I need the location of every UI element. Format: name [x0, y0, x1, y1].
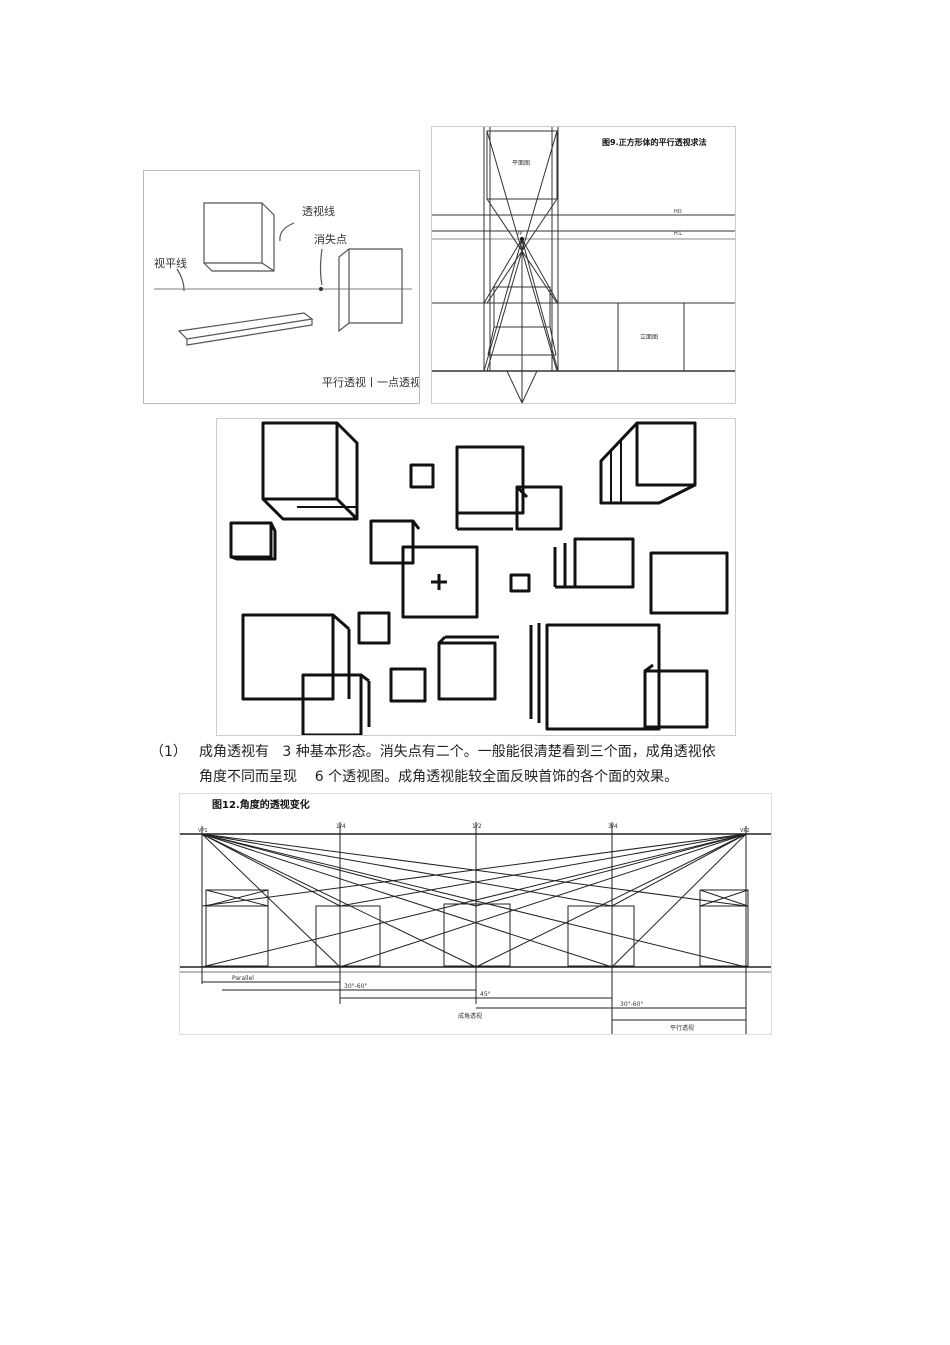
parallel-perspective-label: 平行透视: [670, 1024, 694, 1032]
cubes-sketch-drawing: +: [229, 421, 729, 735]
cube-method-drawing: 图9.正方形体的平行透视求法 平面图 立面图 HO VP H.L: [432, 127, 735, 403]
vanishing-point-label: 消失点: [314, 232, 347, 246]
vp-label: VP: [516, 231, 522, 237]
paragraph-text-1: 成角透视有 3 种基本形态。消失点有二个。一般能很清楚看到三个面，成角透视依: [199, 744, 716, 760]
fraction-quarter: 1/4: [336, 823, 346, 830]
figure-title: 图9.正方形体的平行透视求法: [602, 137, 707, 147]
one-point-perspective-drawing: 透视线 消失点 视平线 平行透视丨一点透视: [154, 202, 419, 389]
angular-perspective-label: 成角透视: [458, 1012, 482, 1020]
vanishing-point-dot: [319, 287, 323, 291]
item-number: （1）: [150, 744, 187, 760]
parallel-label: Parallel: [232, 975, 254, 982]
cubes-sketch-figure: +: [216, 418, 736, 736]
perspective-line-label: 透视线: [302, 204, 335, 218]
figure-title: 图12.角度的透视变化: [212, 798, 310, 811]
figure-caption: 平行透视丨一点透视: [322, 375, 419, 389]
angle-change-drawing: 图12.角度的透视变化 1/4 1/2 3/4 VP1 VP2 Parallel…: [180, 798, 771, 1034]
one-point-perspective-figure: 透视线 消失点 视平线 平行透视丨一点透视: [143, 170, 420, 404]
horizon-label: 视平线: [154, 256, 187, 270]
ho-label: HO: [674, 209, 682, 215]
paragraph-line-1: （1） 成角透视有 3 种基本形态。消失点有二个。一般能很清楚看到三个面，成角透视…: [150, 740, 716, 765]
vanishing-point-left-label: VP1: [198, 828, 208, 834]
angle-45-label: 45°: [480, 991, 491, 998]
angle-perspective-change-figure: 图12.角度的透视变化 1/4 1/2 3/4 VP1 VP2 Parallel…: [179, 793, 772, 1035]
hl-label: H.L: [674, 231, 682, 237]
center-mark: +: [433, 587, 434, 590]
vanishing-point-right-label: VP2: [740, 828, 750, 834]
fraction-three-quarter: 3/4: [608, 823, 618, 830]
paragraph-text-2: 角度不同而呈现 6 个透视图。成角透视能较全面反映首饰的各个面的效果。: [199, 769, 679, 785]
angle-range-label-b: 30°-60°: [620, 1001, 643, 1008]
cube-perspective-method-figure: 图9.正方形体的平行透视求法 平面图 立面图 HO VP H.L: [431, 126, 736, 404]
vanishing-point-dot: [520, 237, 524, 241]
fraction-half: 1/2: [472, 823, 482, 830]
angle-range-label-a: 30°-60°: [344, 983, 367, 990]
plan-label: 平面图: [512, 160, 530, 167]
paragraph-line-2: 角度不同而呈现 6 个透视图。成角透视能较全面反映首饰的各个面的效果。: [199, 765, 678, 790]
elevation-label: 立面图: [640, 333, 658, 341]
